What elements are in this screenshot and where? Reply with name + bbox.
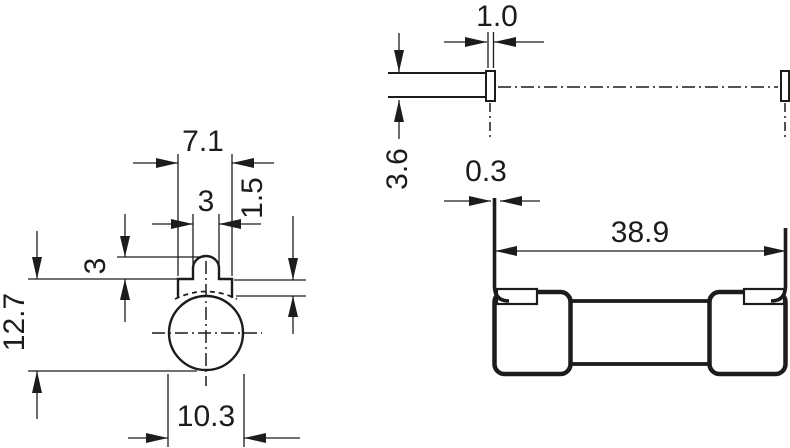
dim-label-lead-thickness: 0.3 [465, 155, 507, 188]
arrowhead [156, 158, 178, 168]
arrowhead [764, 246, 786, 256]
dimension-lead-width [394, 33, 404, 139]
arrowhead [465, 37, 487, 47]
arrowhead [219, 219, 241, 229]
dim-label-bump-width: 3 [198, 185, 215, 218]
fuse-glass-body [564, 299, 716, 366]
arrowhead [244, 433, 266, 443]
arrowhead [495, 246, 517, 256]
dim-label-lead-span: 38.9 [611, 216, 669, 249]
arrowhead [32, 257, 42, 279]
arrowhead [288, 296, 298, 317]
front-view [28, 154, 306, 447]
dimension-lead-thickness [444, 196, 540, 206]
arrowhead [120, 279, 130, 300]
dimension-lead-span [495, 246, 786, 256]
arrowhead [120, 236, 130, 257]
left-lead [492, 198, 510, 303]
arrowhead [500, 196, 522, 206]
dim-label-overall-height: 12.7 [0, 293, 31, 351]
arrowhead [394, 100, 404, 122]
dimension-lead-tip-width [444, 32, 544, 68]
lead-tip-far [780, 70, 790, 102]
solder-clip-profile [176, 254, 234, 298]
lead-tip [485, 70, 496, 102]
arrowhead [469, 196, 491, 206]
dim-label-clip-width: 7.1 [182, 125, 224, 158]
arrowhead [32, 371, 42, 393]
arrowhead [494, 37, 516, 47]
arrowhead [171, 219, 193, 229]
arrowhead [232, 158, 254, 168]
dim-label-bump-height: 3 [79, 258, 112, 275]
lead-top-view [388, 32, 790, 141]
fuse-side-view [444, 196, 788, 377]
hidden-clip-edge [174, 290, 238, 300]
dimension-clip-width [133, 154, 274, 276]
dimension-labels: 7.1 3 3 12.7 1.5 10.3 1.0 3.6 0.3 38.9 [0, 0, 669, 433]
dim-label-lead-width: 3.6 [381, 148, 414, 190]
right-lead [770, 228, 788, 303]
dim-label-flange-height: 1.5 [236, 177, 269, 219]
dimension-overall-height [28, 231, 197, 419]
dimension-fuse-diameter [128, 374, 300, 447]
arrowhead [288, 258, 298, 280]
dim-label-fuse-diameter: 10.3 [177, 400, 235, 433]
dim-label-lead-tip-width: 1.0 [476, 0, 518, 33]
arrowhead [146, 433, 168, 443]
dimension-bump-width [152, 214, 261, 264]
dimension-bump-height [28, 214, 204, 322]
lead-flat-outline [388, 72, 486, 98]
arrowhead [394, 50, 404, 72]
dimension-flange-height [234, 216, 306, 334]
